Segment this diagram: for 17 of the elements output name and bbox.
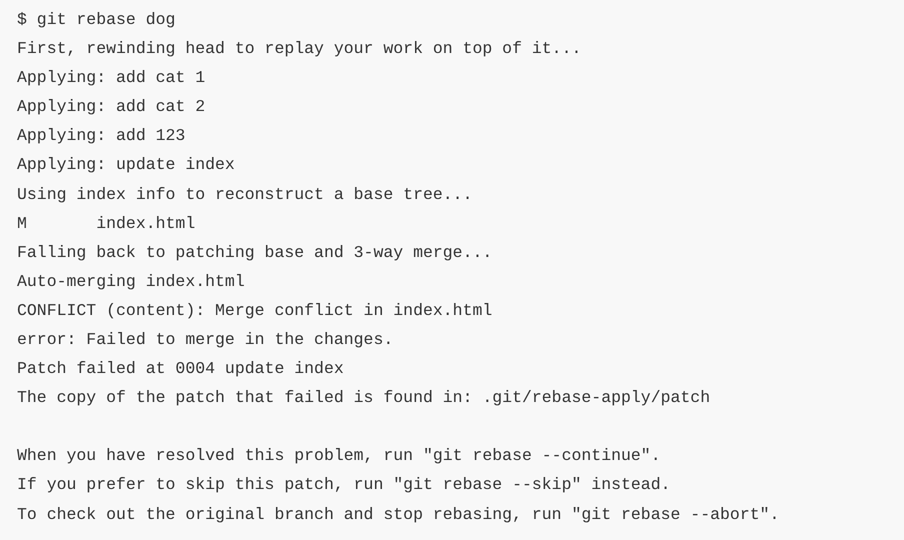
terminal-output-line: Applying: update index — [17, 154, 236, 176]
terminal-output-line: CONFLICT (content): Merge conflict in index.html — [17, 300, 494, 322]
terminal-output-line: Applying: add cat 1 — [17, 67, 206, 90]
terminal-output-line: Using index info to reconstruct a base tree... — [17, 184, 474, 206]
terminal-output-line: When you have resolved this problem, run "git rebase --continue". — [17, 445, 662, 468]
terminal-output-line: If you prefer to skip this patch, run "git rebase --skip" instead. — [17, 474, 672, 496]
terminal-output-line: Patch failed at 0004 update index — [17, 358, 345, 380]
terminal-output-line: Applying: add cat 2 — [17, 96, 206, 118]
terminal-output-line: M index.html — [17, 212, 196, 235]
terminal-output-line: The copy of the patch that failed is found in: .git/rebase-apply/patch — [17, 387, 712, 410]
terminal-output-line: Falling back to patching base and 3-way merge... — [17, 242, 494, 264]
terminal-output-line: Auto-merging index.html — [17, 270, 246, 293]
terminal-output-line: $ git rebase dog — [17, 9, 176, 31]
terminal-output-line: error: Failed to merge in the changes. — [17, 329, 394, 352]
terminal-output-line: Applying: add 123 — [17, 125, 186, 148]
terminal-output-line: First, rewinding head to replay your work on top of it... — [17, 38, 582, 60]
terminal-output-line: To check out the original branch and stop rebasing, run "git rebase --abort". — [17, 504, 780, 526]
